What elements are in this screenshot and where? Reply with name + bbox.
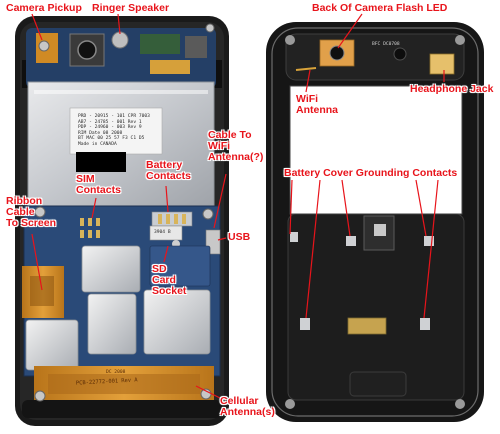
camera-window	[329, 45, 345, 61]
pointer-usb	[217, 237, 227, 241]
bottom-frame-band	[22, 400, 222, 418]
pointer-ringer-speaker	[117, 13, 121, 35]
pointer-sim-contacts	[91, 197, 97, 219]
housing-screw-4	[455, 399, 465, 409]
label-cellular-antenna: Cellular Antenna(s)	[220, 395, 275, 418]
label-camera-flash: Back Of Camera Flash LED	[312, 2, 448, 14]
flex-code: DC 2008	[106, 370, 126, 375]
housing-screw-2	[455, 35, 465, 45]
housing-rim	[271, 27, 479, 417]
label-sim-contacts: SIM Contacts	[76, 173, 121, 196]
pointer-wifi-antenna	[305, 69, 311, 93]
pointer-grounding-5	[423, 179, 439, 319]
ribbon-cable-inner	[30, 276, 54, 306]
sim-contacts-part	[80, 218, 100, 238]
board-code: 3904 B	[154, 230, 171, 235]
pointer-ribbon-cable	[31, 233, 43, 291]
pointer-sd-card	[163, 245, 169, 263]
pointer-camera-flash	[337, 13, 363, 49]
camera-lens	[77, 40, 97, 60]
housing-lower-section	[287, 213, 465, 401]
screw-mid-left	[34, 206, 46, 218]
ringer-speaker-part	[111, 31, 129, 49]
label-battery-contacts: Battery Contacts	[146, 159, 191, 182]
grounding-contact-5	[420, 318, 430, 330]
label-sd-card-socket: SD Card Socket	[152, 263, 187, 297]
screw-top-right	[205, 23, 215, 33]
redacted-block	[76, 152, 126, 172]
battery-clip	[347, 317, 387, 335]
pointer-battery-contacts	[165, 185, 169, 213]
grounding-contact-1	[290, 232, 298, 242]
pointer-cable-wifi	[213, 173, 227, 229]
label-headphone-jack: Headphone Jack	[410, 83, 494, 95]
annotation-pointers	[31, 13, 445, 399]
label-battery-cover-grounding: Battery Cover Grounding Contacts	[284, 167, 458, 179]
rf-shield-can-1	[81, 245, 141, 293]
gold-pads	[150, 60, 190, 74]
small-green-board	[140, 34, 180, 54]
pointer-camera-pickup	[31, 13, 43, 41]
label-cable-wifi: Cable To WiFi Antenna(?)	[208, 129, 264, 163]
wifi-antenna-strip	[295, 67, 317, 71]
phone-mainboard-assembly	[15, 16, 229, 426]
rf-shield-can-3	[25, 319, 79, 371]
housing-hole	[393, 47, 407, 61]
cellular-antenna-flex-inner	[48, 374, 200, 394]
pointer-grounding-2	[305, 179, 321, 319]
housing-screw-1	[285, 35, 295, 45]
pointer-grounding-1	[289, 179, 293, 235]
pointer-grounding-4	[415, 179, 427, 237]
chip-label-part	[149, 225, 183, 241]
label-ringer-speaker: Ringer Speaker	[92, 2, 170, 14]
headphone-jack-part	[429, 53, 455, 75]
connector-top-right	[185, 36, 207, 58]
shield-highlight	[34, 90, 208, 94]
pointer-cellular-antenna	[195, 385, 221, 399]
pointer-grounding-3	[341, 179, 351, 237]
label-usb: USB	[228, 231, 251, 243]
label-wifi-antenna: WiFi Antenna	[296, 93, 338, 116]
chip-label-text: PRD - 20915 - 101 CPR 7003 AB7 - 24785 -…	[78, 114, 150, 147]
grounding-contact-2	[346, 236, 356, 246]
grounding-contact-4	[300, 318, 310, 330]
battery-contacts-part	[151, 211, 193, 227]
housing-screw-3	[285, 399, 295, 409]
grounding-contact-3	[424, 236, 434, 246]
screw-bottom-left	[34, 390, 46, 402]
screw-mid-right	[202, 208, 214, 220]
housing-bottom-label-area	[349, 371, 407, 397]
label-camera-pickup: Camera Pickup	[6, 2, 82, 14]
rf-shield-can-2	[87, 293, 137, 355]
sd-card-socket-part	[143, 289, 211, 355]
camera-cutout-metal	[374, 224, 386, 236]
rear-housing-assembly	[266, 22, 484, 422]
housing-code: BFC DC0708	[372, 42, 400, 47]
label-ribbon-cable: Ribbon Cable To Screen	[6, 195, 56, 229]
screw-top-left	[38, 40, 50, 52]
info-sticker	[69, 107, 163, 155]
